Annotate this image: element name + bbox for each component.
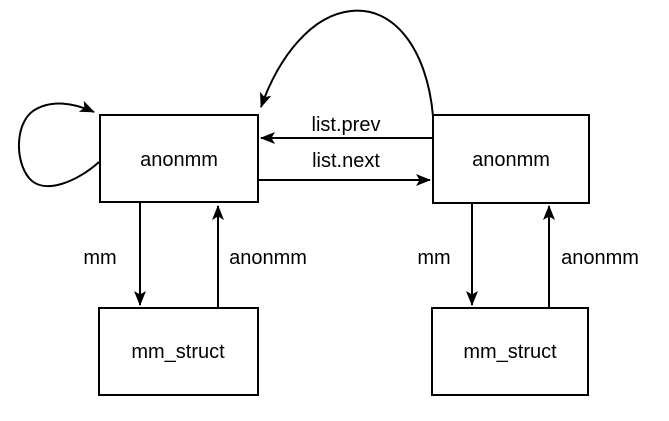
node-mm-struct-right-box [431,307,589,396]
edge-label-list-next: list.next [312,150,380,172]
node-mm-struct-left: mm_struct [98,307,259,396]
edge-label-list-prev: list.prev [312,114,381,136]
edge-label-mm-left: mm [83,247,116,269]
edge-self-loop-left [18,100,100,188]
edge-label-mm-right: mm [417,247,450,269]
node-anonmm-right-box [432,114,590,204]
node-anonmm-right: anonmm [432,114,590,204]
node-mm-struct-right: mm_struct [431,307,589,396]
node-mm-struct-right-label: mm_struct [463,341,557,363]
node-anonmm-left: anonmm [99,114,259,203]
edge-label-anonmm-left: anonmm [229,247,307,269]
node-anonmm-left-label: anonmm [140,149,218,171]
edge-top-arc [260,9,434,117]
node-mm-struct-left-label: mm_struct [131,341,225,363]
node-mm-struct-left-box [98,307,259,396]
node-anonmm-right-label: anonmm [472,149,550,171]
node-anonmm-left-box [99,114,259,203]
edge-label-anonmm-right: anonmm [561,247,639,269]
